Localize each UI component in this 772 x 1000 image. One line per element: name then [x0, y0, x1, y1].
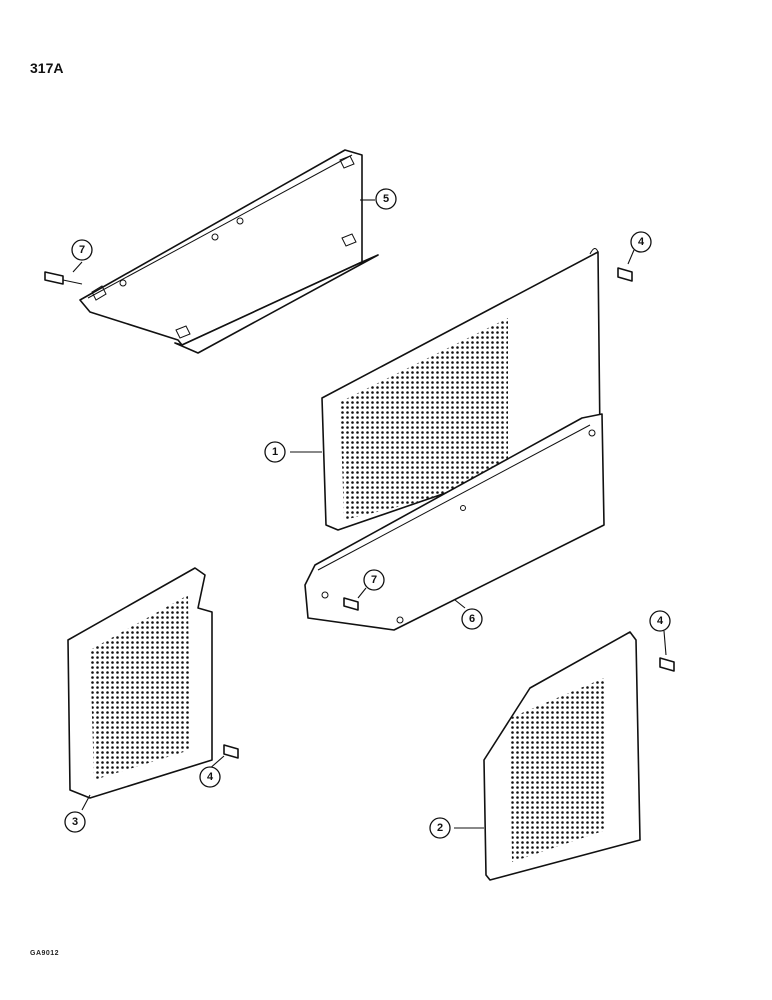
bolt-4c: [223, 744, 239, 759]
svg-text:6: 6: [469, 613, 475, 625]
callout-3: 3: [64, 811, 86, 833]
callout-2: 2: [429, 817, 451, 839]
bolt-4a: [617, 267, 633, 282]
drawing-code: GA9012: [30, 950, 60, 957]
bolt-7b: [343, 597, 359, 611]
svg-text:4: 4: [207, 771, 214, 783]
callout-7a: 7: [71, 239, 93, 261]
svg-text:4: 4: [638, 236, 645, 248]
svg-text:2: 2: [437, 822, 443, 834]
page-title: 317A: [30, 60, 64, 76]
svg-text:5: 5: [383, 193, 389, 205]
callout-5: 5: [375, 188, 397, 210]
svg-text:4: 4: [657, 615, 664, 627]
callout-6: 6: [461, 608, 483, 630]
callout-4a: 4: [630, 231, 652, 253]
callout-7b: 7: [363, 569, 385, 591]
svg-text:7: 7: [371, 574, 377, 586]
svg-text:1: 1: [272, 446, 278, 458]
svg-text:7: 7: [79, 244, 85, 256]
leader-lines: [72, 199, 667, 829]
perforated-panel-part-3: [67, 567, 213, 799]
callout-4b: 4: [649, 610, 671, 632]
callout-1: 1: [264, 441, 286, 463]
bolt-7a: [44, 271, 83, 285]
callout-4c: 4: [199, 766, 221, 788]
bolt-4b: [659, 657, 675, 672]
bracket-part-5: [79, 149, 379, 354]
svg-text:3: 3: [72, 816, 78, 828]
perforated-panel-part-2: [483, 631, 641, 881]
